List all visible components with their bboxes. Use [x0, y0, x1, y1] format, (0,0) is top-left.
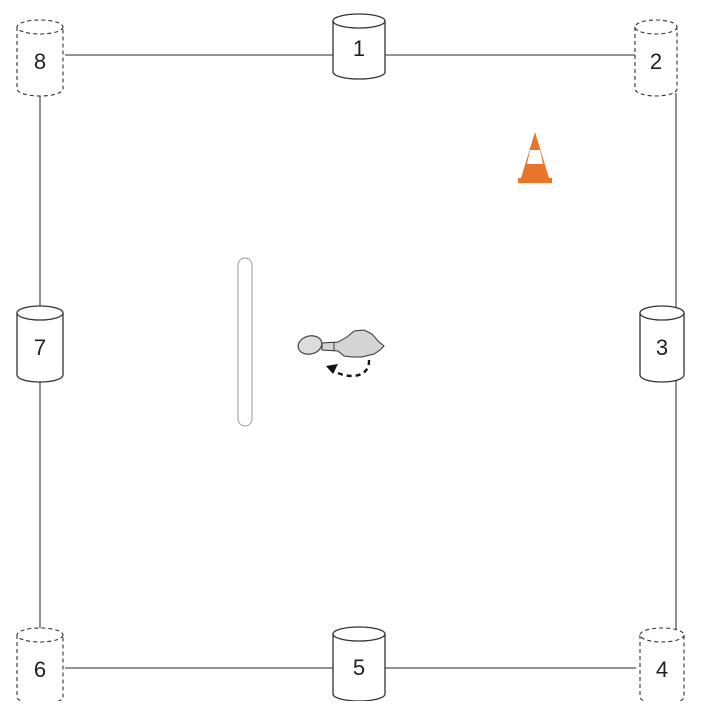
oval-object-icon	[296, 333, 324, 357]
container-top-icon	[333, 14, 385, 28]
container-3-label: 3	[656, 335, 668, 360]
container-7-label: 7	[34, 335, 46, 360]
mouse-animal-icon	[322, 330, 384, 357]
container-5-label: 5	[353, 655, 365, 680]
animal-body-icon	[322, 330, 384, 357]
container-1: 1	[333, 14, 385, 79]
arrow-head-icon	[326, 364, 338, 374]
vertical-pole-icon	[238, 258, 252, 426]
arrow-shaft-icon	[332, 360, 369, 376]
connection-lines	[40, 55, 676, 668]
container-2: 2	[635, 20, 677, 96]
container-top-icon	[635, 20, 677, 34]
dashed-curved-arrow-icon	[326, 360, 369, 376]
container-1-label: 1	[353, 36, 365, 61]
container-top-icon	[640, 306, 684, 320]
container-4-label: 4	[656, 657, 668, 682]
container-3: 3	[640, 306, 684, 382]
container-2-label: 2	[650, 49, 662, 74]
container-6: 6	[17, 628, 63, 701]
container-5: 5	[333, 627, 385, 701]
container-8: 8	[17, 20, 63, 96]
container-6-label: 6	[34, 657, 46, 682]
pole-body-icon	[238, 258, 252, 426]
container-top-icon	[640, 628, 684, 642]
container-7: 7	[17, 306, 63, 382]
container-top-icon	[333, 627, 385, 641]
container-4: 4	[640, 628, 684, 701]
cone-base-icon	[518, 178, 552, 183]
container-top-icon	[17, 20, 63, 34]
container-8-label: 8	[34, 49, 46, 74]
container-top-icon	[17, 306, 63, 320]
traffic-cone-icon	[518, 132, 552, 183]
container-top-icon	[17, 628, 63, 642]
